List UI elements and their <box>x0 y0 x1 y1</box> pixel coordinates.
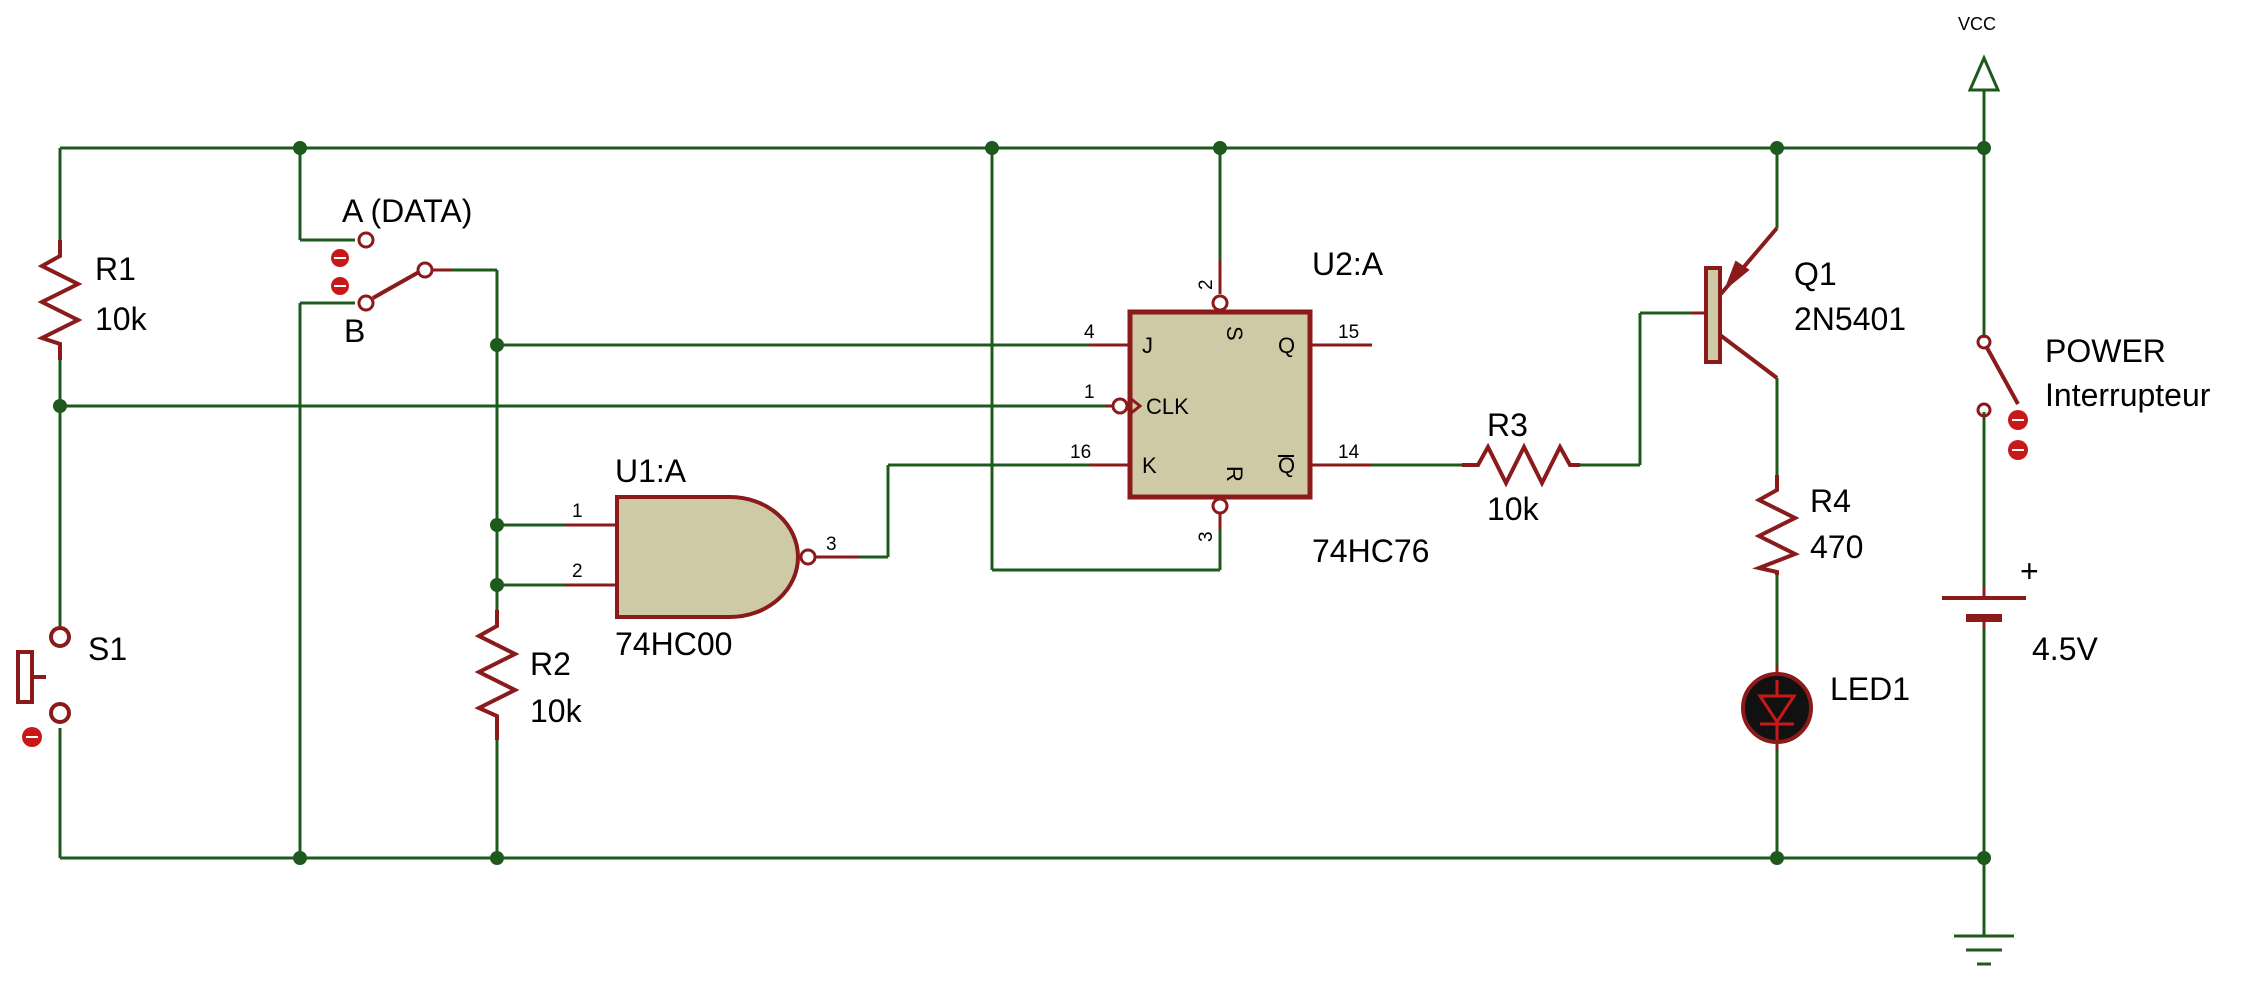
nand-gate-u1: 1 2 3 U1:A 74HC00 <box>565 453 860 662</box>
junction-dot <box>985 141 999 155</box>
switch-label-a: A (DATA) <box>342 193 472 229</box>
ground-symbol <box>1954 934 2014 966</box>
s1-action-icon[interactable] <box>22 727 42 747</box>
junction-dot <box>293 851 307 865</box>
r2-name: R2 <box>530 646 571 682</box>
u2-label-qbar: Q <box>1278 453 1295 478</box>
junction-dot <box>1770 851 1784 865</box>
junction-dot <box>53 399 67 413</box>
vcc-terminal: VCC <box>1958 14 2001 92</box>
junctions <box>53 141 1991 865</box>
battery-plus-sign: + <box>2020 553 2039 589</box>
jk-flipflop-u2: 4 1 16 15 14 2 3 J CLK K Q Q S R U2:A 74… <box>1070 246 1429 569</box>
u2-pin-qbar-number: 14 <box>1338 442 1360 463</box>
r4-value: 470 <box>1810 529 1863 565</box>
junction-dot <box>490 518 504 532</box>
r2-value: 10k <box>530 693 583 729</box>
power-switch[interactable]: POWER Interrupteur <box>1976 333 2211 460</box>
junction-dot <box>1977 141 1991 155</box>
pushbutton-s1[interactable]: S1 <box>16 625 127 747</box>
s1-name: S1 <box>88 631 127 667</box>
transistor-q1: Q1 2N5401 <box>1692 226 1906 380</box>
resistor-r2: R2 10k <box>474 610 583 740</box>
resistor-r1: R1 10k <box>36 240 148 360</box>
u1-name: U1:A <box>615 453 687 489</box>
u2-label-clk: CLK <box>1146 394 1189 419</box>
u2-pin-q-number: 15 <box>1338 322 1359 343</box>
r4-name: R4 <box>1810 483 1851 519</box>
power-toggle-icon[interactable] <box>2008 410 2028 460</box>
r3-value: 10k <box>1487 491 1540 527</box>
u2-label-r: R <box>1222 466 1247 482</box>
resistor-r4: R4 470 <box>1752 475 1863 575</box>
power-sublabel: Interrupteur <box>2045 377 2211 413</box>
u2-label-s: S <box>1222 326 1247 341</box>
led-indicator: LED1 <box>1741 665 1910 750</box>
u2-pin-k-number: 16 <box>1070 442 1091 463</box>
resistor-r3: R3 10k <box>1462 407 1580 527</box>
wires <box>58 90 1986 936</box>
r1-value: 10k <box>95 301 148 337</box>
power-name: POWER <box>2045 333 2166 369</box>
junction-dot <box>490 578 504 592</box>
u2-label-j: J <box>1142 333 1153 358</box>
u2-pin-r-number: 3 <box>1196 531 1217 542</box>
u2-label-k: K <box>1142 453 1157 478</box>
led-name: LED1 <box>1830 671 1910 707</box>
junction-dot <box>1770 141 1784 155</box>
u1-pin-in1: 1 <box>572 501 583 522</box>
u2-label-q: Q <box>1278 333 1295 358</box>
switch-label-b: B <box>344 313 365 349</box>
switch-data-selector[interactable]: A (DATA) B <box>331 193 472 349</box>
u1-pin-in2: 2 <box>572 561 583 582</box>
junction-dot <box>490 338 504 352</box>
battery-source: + 4.5V <box>1942 553 2098 667</box>
battery-value: 4.5V <box>2032 631 2098 667</box>
r1-name: R1 <box>95 251 136 287</box>
q1-part: 2N5401 <box>1794 301 1906 337</box>
u2-pin-s-number: 2 <box>1196 279 1217 290</box>
q1-name: Q1 <box>1794 256 1837 292</box>
r3-name: R3 <box>1487 407 1528 443</box>
u2-name: U2:A <box>1312 246 1384 282</box>
junction-dot <box>1213 141 1227 155</box>
u2-pin-j-number: 4 <box>1084 322 1095 343</box>
switch-toggle-icon[interactable] <box>331 249 349 295</box>
u2-part: 74HC76 <box>1312 533 1429 569</box>
junction-dot <box>490 851 504 865</box>
u1-part: 74HC00 <box>615 626 732 662</box>
junction-dot <box>293 141 307 155</box>
u1-pin-out: 3 <box>826 534 837 555</box>
u2-pin-clk-number: 1 <box>1084 382 1095 403</box>
vcc-label: VCC <box>1958 14 1996 34</box>
junction-dot <box>1977 851 1991 865</box>
